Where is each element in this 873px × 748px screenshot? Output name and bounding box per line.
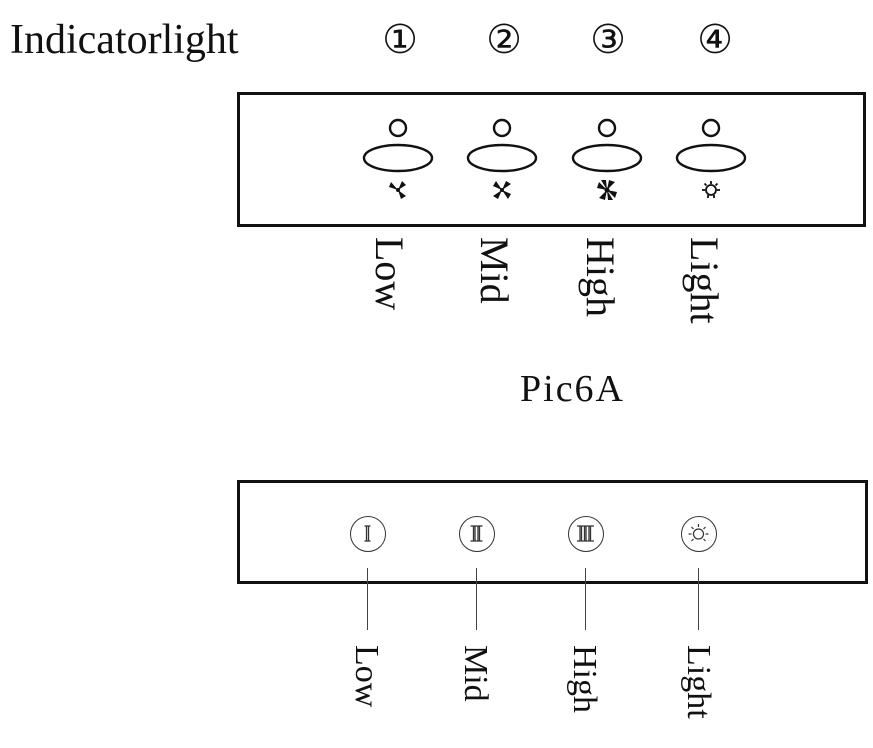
figure-caption: Pic6A (520, 368, 625, 410)
light-bulb-icon (702, 181, 720, 198)
indicator-panel-a (237, 92, 866, 227)
indicator-number-1: ① (382, 17, 418, 62)
fan-low-icon (389, 181, 406, 199)
indicator-panel-b (237, 480, 868, 584)
indicator-high-round (568, 516, 604, 552)
indicator-low (358, 112, 438, 212)
roman-two-icon (470, 525, 483, 542)
indicator-number-4: ④ (697, 17, 733, 62)
indicator-high (567, 112, 647, 212)
indicator-low-round (350, 516, 386, 552)
leader-line-low (367, 568, 368, 630)
indicator-mid (462, 112, 542, 212)
leader-line-high (585, 568, 586, 630)
indicator-number-3: ③ (590, 17, 626, 62)
indicator-light-round (681, 516, 717, 552)
roman-one-icon (364, 525, 371, 542)
indicator-mid-round (459, 516, 495, 552)
roman-three-icon (577, 525, 594, 542)
leader-line-light (698, 568, 699, 630)
indicator-light (671, 112, 751, 212)
indicator-number-2: ② (486, 17, 522, 62)
light-bulb-icon (688, 524, 709, 542)
fan-high-icon (597, 180, 617, 200)
heading-title: Indicatorlight (10, 17, 239, 63)
fan-mid-icon (493, 181, 511, 199)
leader-line-mid (476, 568, 477, 630)
